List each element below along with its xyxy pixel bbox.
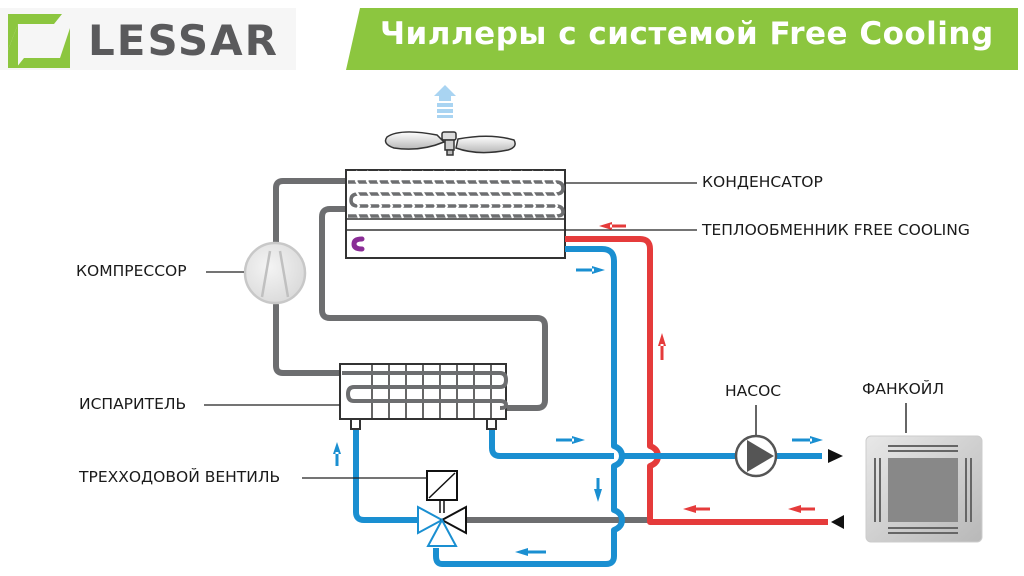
evaporator-coil bbox=[339, 363, 509, 430]
label-evaporator: ИСПАРИТЕЛЬ bbox=[79, 395, 187, 413]
condenser-fin bbox=[453, 170, 460, 219]
page-title: Чиллеры с системой Free Cooling bbox=[380, 16, 994, 52]
label-pump: НАСОС bbox=[725, 382, 782, 400]
condenser-fin bbox=[497, 170, 504, 219]
condenser-fin bbox=[354, 170, 361, 219]
arrow-down-blue bbox=[594, 478, 602, 502]
leader-lines bbox=[204, 182, 697, 479]
three-way-valve-icon bbox=[417, 470, 467, 547]
label-compressor: КОМПРЕССОР bbox=[76, 262, 187, 280]
condenser-fin bbox=[541, 170, 548, 219]
condenser-fin bbox=[552, 170, 559, 219]
condenser-fin bbox=[431, 170, 438, 219]
condenser-fin bbox=[387, 170, 394, 219]
condenser-fin bbox=[365, 170, 372, 219]
title-banner bbox=[346, 8, 1018, 70]
arrow-right-blue bbox=[556, 436, 585, 444]
condenser-fin bbox=[464, 170, 471, 219]
arrow-up-red bbox=[658, 333, 666, 360]
arrow-left-red bbox=[599, 222, 626, 230]
compressor-icon bbox=[243, 241, 307, 305]
condenser-fin bbox=[530, 170, 537, 219]
arrow-left-blue bbox=[515, 548, 546, 556]
condenser-fin bbox=[398, 170, 405, 219]
arrow-right-blue bbox=[576, 266, 605, 274]
brand-name: LESSAR bbox=[88, 16, 279, 65]
label-three-way-valve: ТРЕХХОДОВОЙ ВЕНТИЛЬ bbox=[79, 468, 281, 486]
condenser-fin bbox=[508, 170, 515, 219]
condenser-fin bbox=[486, 170, 493, 219]
supply-end-marker bbox=[828, 449, 843, 463]
brand-logo: LESSAR bbox=[0, 8, 296, 70]
condenser-fin bbox=[420, 170, 427, 219]
pump-icon bbox=[734, 405, 778, 478]
condenser-fin bbox=[519, 170, 526, 219]
condenser-fin bbox=[376, 170, 383, 219]
refrigerant-circuit bbox=[273, 178, 651, 523]
condenser-fin bbox=[475, 170, 482, 219]
cold-water-pipe bbox=[353, 246, 822, 567]
free-cooling-exchanger-tube bbox=[351, 236, 603, 252]
lessar-logo-icon bbox=[8, 14, 70, 68]
condenser-fin bbox=[442, 170, 449, 219]
condenser-coil bbox=[345, 169, 566, 259]
label-condenser: КОНДЕНСАТОР bbox=[702, 173, 823, 191]
label-free-cooling-exchanger: ТЕПЛООБМЕННИК FREE COOLING bbox=[702, 221, 970, 239]
arrow-left-red bbox=[788, 505, 815, 513]
hot-water-pipe bbox=[565, 236, 828, 525]
arrow-up-blue bbox=[333, 442, 341, 466]
arrow-right-blue bbox=[792, 436, 823, 444]
flow-arrows bbox=[333, 222, 823, 556]
condenser-fin bbox=[409, 170, 416, 219]
arrow-left-red bbox=[683, 505, 710, 513]
fan-icon bbox=[384, 131, 516, 156]
label-fancoil: ФАНКОЙЛ bbox=[862, 380, 945, 398]
airflow-up-arrow-icon bbox=[434, 85, 456, 118]
return-end-marker bbox=[831, 515, 844, 529]
fancoil-cassette-icon bbox=[865, 403, 983, 543]
